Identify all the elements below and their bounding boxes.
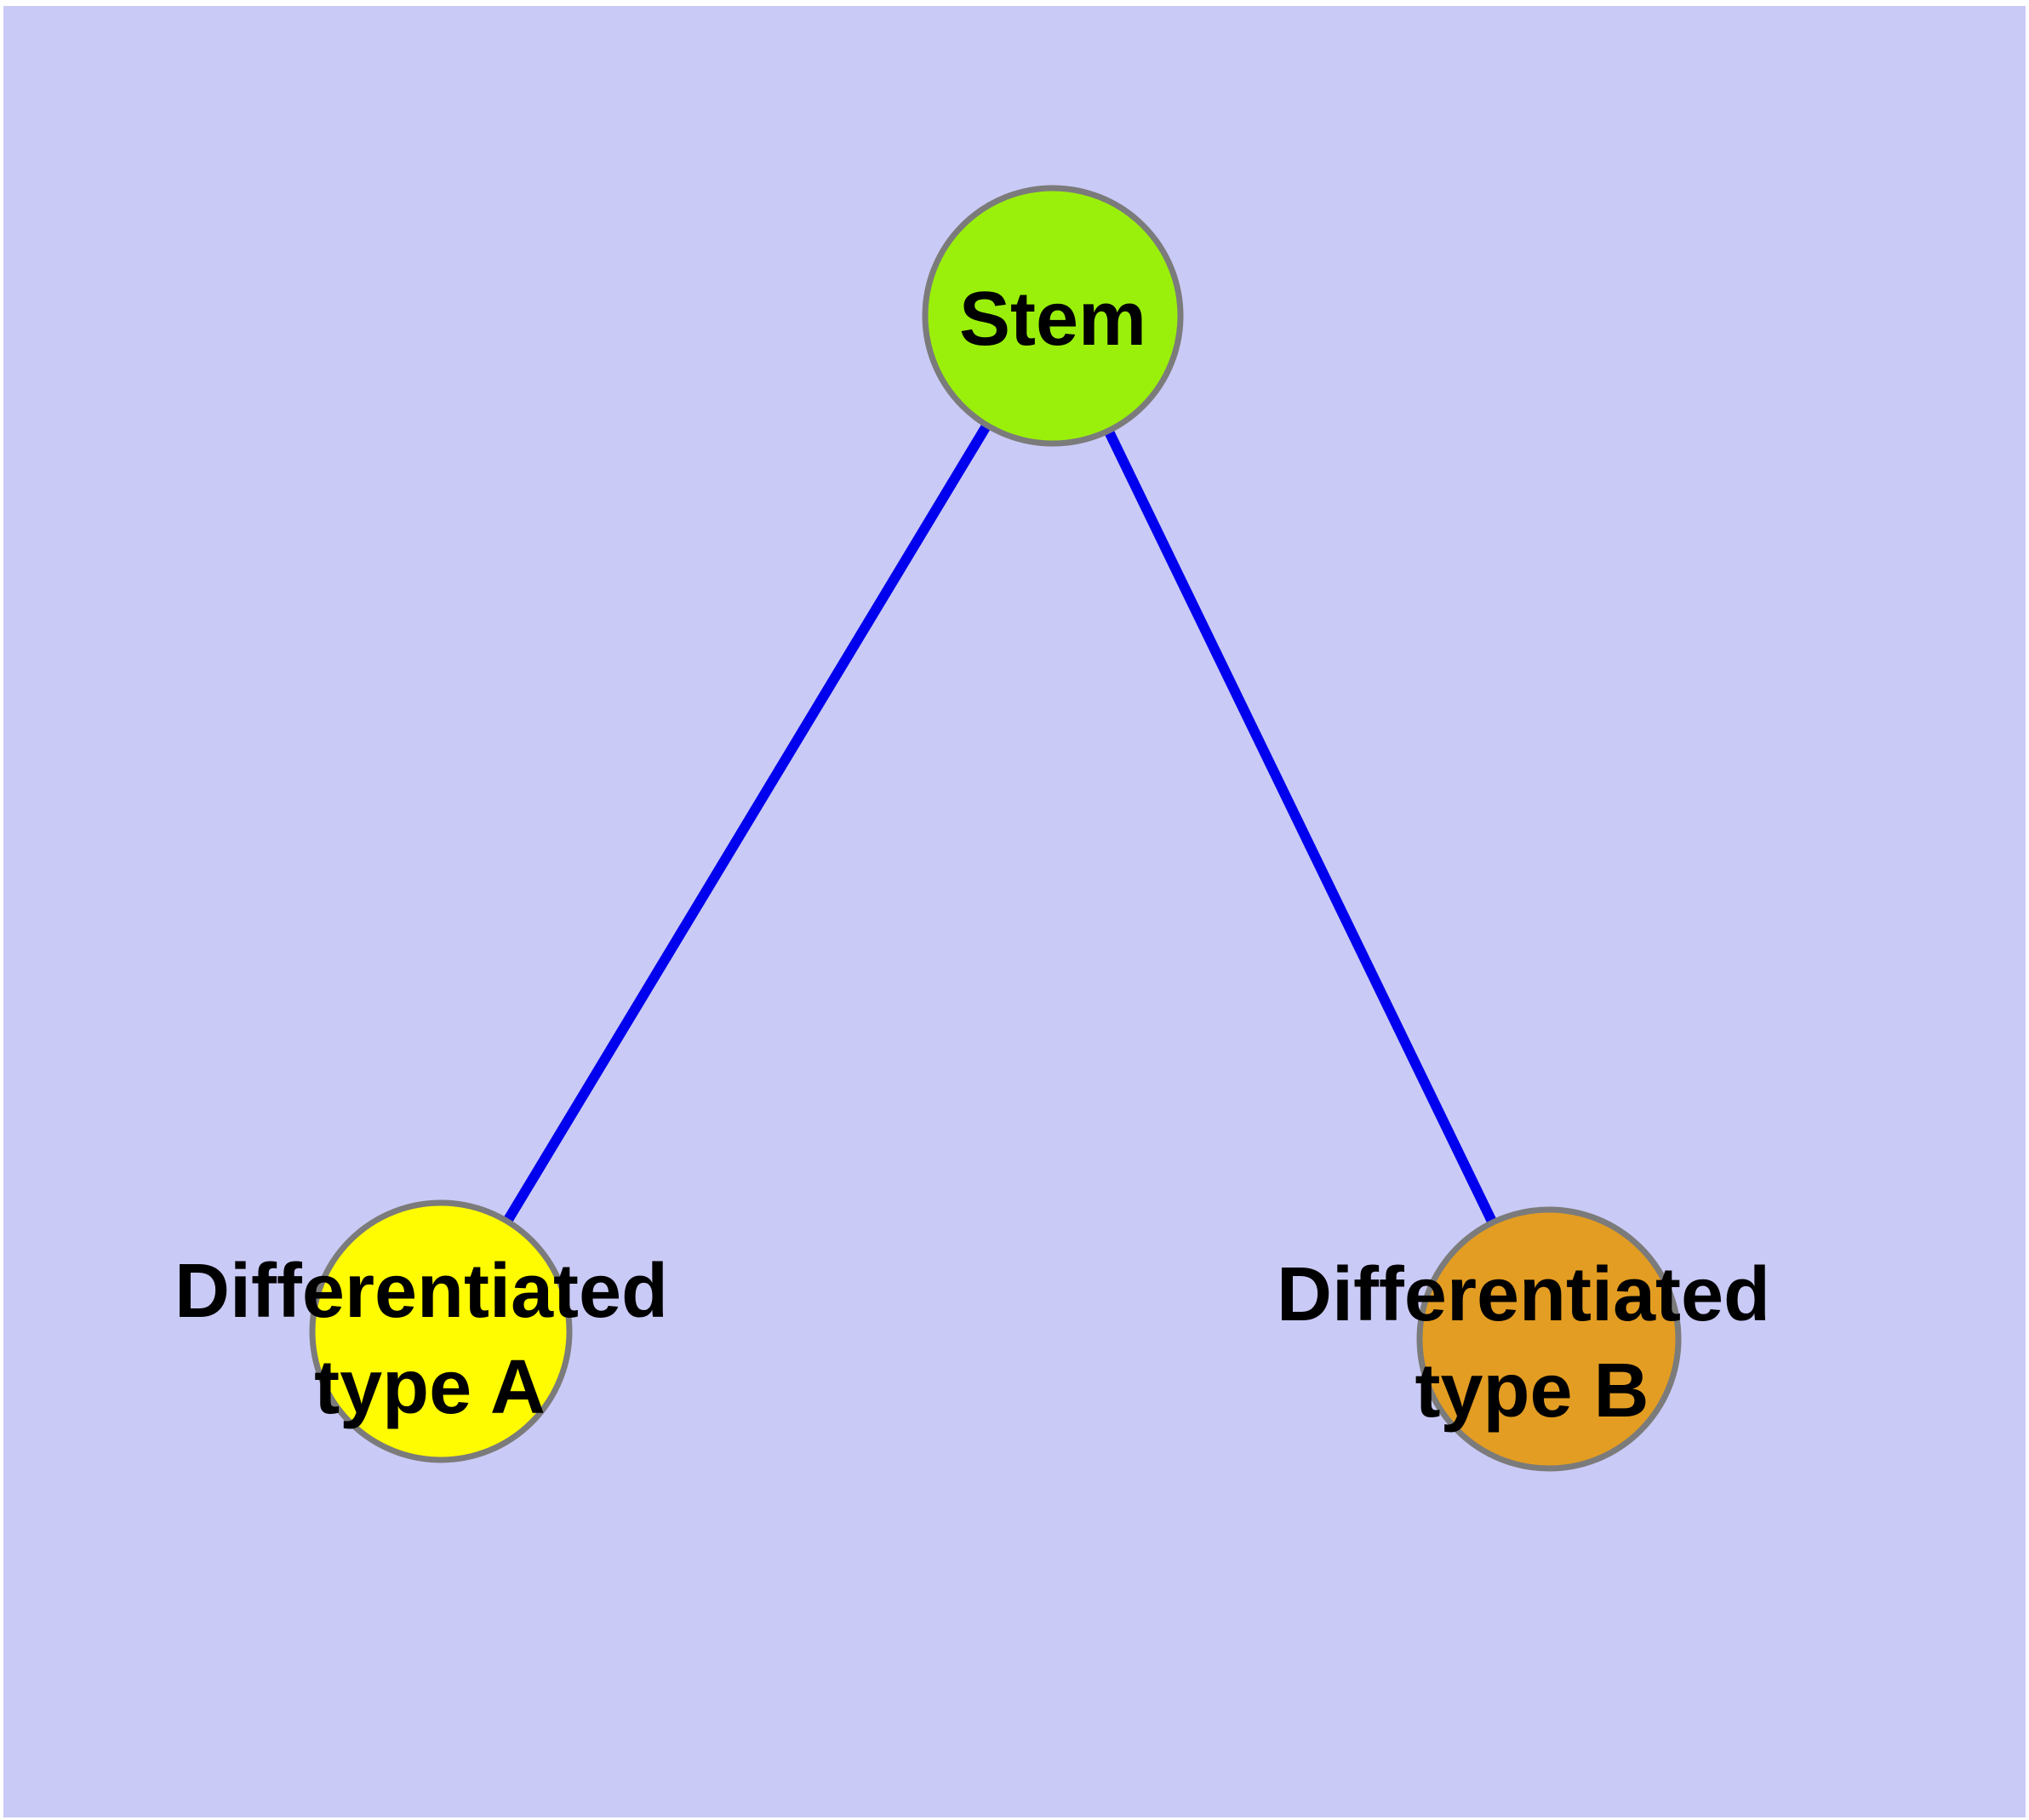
edge-stem-to-type-b: [1048, 313, 1554, 1342]
type-b-node-label-line1: Differentiated: [1277, 1252, 1770, 1337]
stem-node: [922, 185, 1184, 447]
type-b-node: [1416, 1206, 1682, 1472]
edge-stem-to-type-a: [436, 312, 1058, 1335]
type-a-node-label-line1: Differentiated: [174, 1249, 668, 1334]
type-a-node-label-line2: type A: [314, 1345, 546, 1430]
type-a-node: [309, 1199, 573, 1463]
stem-node-label: Stem: [959, 277, 1146, 362]
type-b-node-label-line2: type B: [1415, 1348, 1649, 1434]
